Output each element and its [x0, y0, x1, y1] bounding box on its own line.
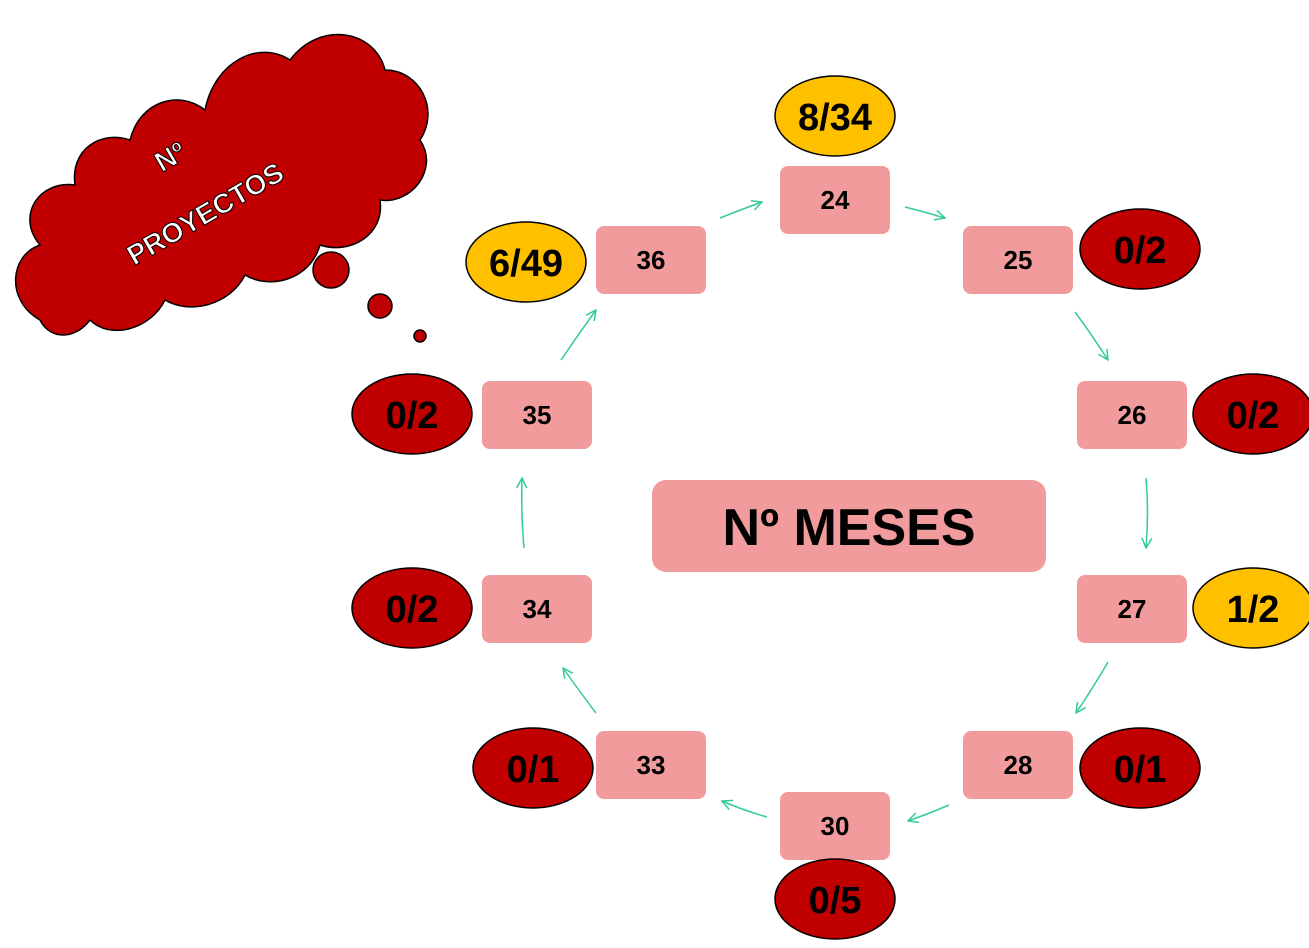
arrow-30-to-33	[722, 801, 768, 818]
project-badge	[1192, 567, 1309, 649]
month-value: 36	[637, 245, 666, 275]
center-label-group: Nº MESES	[652, 480, 1046, 572]
project-count: 0/2	[1114, 230, 1167, 272]
arrow-27-to-28	[1076, 661, 1109, 713]
month-value: 34	[523, 594, 552, 624]
center-label: Nº MESES	[722, 499, 975, 557]
month-value: 26	[1118, 400, 1147, 430]
project-badge	[1079, 208, 1201, 290]
month-node-27: 27 1/2	[1077, 567, 1309, 649]
thought-bubble-large	[312, 251, 350, 289]
month-box	[596, 226, 706, 294]
project-badge	[774, 858, 896, 940]
arrow-28-to-30	[908, 804, 950, 821]
center-label-box	[652, 480, 1046, 572]
month-node-28: 28 0/1	[963, 727, 1201, 809]
arrow-34-to-35	[522, 478, 524, 549]
arrow-25-to-26	[1074, 311, 1108, 360]
month-box	[482, 381, 592, 449]
month-node-26: 26 0/2	[1077, 373, 1309, 455]
cloud-shape	[14, 33, 429, 336]
month-nodes: 24 8/34 25 0/2 26 0/2 27 1/2 28 0/1 30 0/5 33 0/1 34 0/…	[351, 75, 1309, 940]
month-value: 33	[637, 750, 666, 780]
month-node-30: 30 0/5	[774, 792, 896, 940]
month-node-35: 35 0/2	[351, 373, 592, 455]
month-box	[780, 166, 890, 234]
thought-bubble-small	[413, 329, 427, 343]
thought-cloud: Nº PROYECTOS	[14, 33, 429, 343]
project-count: 6/49	[489, 243, 563, 285]
project-count: 1/2	[1227, 589, 1280, 631]
arrow-33-to-34	[563, 668, 597, 714]
month-value: 28	[1004, 750, 1033, 780]
month-value: 24	[821, 185, 850, 215]
month-value: 25	[1004, 245, 1033, 275]
month-box	[1077, 575, 1187, 643]
project-badge	[774, 75, 896, 157]
project-badge	[465, 221, 587, 303]
project-count: 0/2	[386, 589, 439, 631]
month-node-24: 24 8/34	[774, 75, 896, 234]
project-count: 0/1	[1114, 749, 1167, 791]
project-count: 8/34	[798, 97, 872, 139]
arrow-36-to-24	[719, 202, 762, 219]
cycle-arrows	[522, 202, 1148, 821]
arrow-26-to-27	[1146, 477, 1148, 548]
project-badge	[1192, 373, 1309, 455]
month-value: 35	[523, 400, 552, 430]
arrow-35-to-36	[560, 310, 596, 361]
project-badge	[351, 567, 473, 649]
month-box	[963, 731, 1073, 799]
project-badge	[1079, 727, 1201, 809]
arrow-24-to-25	[904, 206, 945, 218]
month-node-33: 33 0/1	[472, 727, 706, 809]
project-count: 0/1	[507, 749, 560, 791]
project-badge	[351, 373, 473, 455]
project-count: 0/2	[1227, 395, 1280, 437]
thought-bubble-medium	[367, 293, 393, 319]
project-count: 0/2	[386, 395, 439, 437]
month-box	[963, 226, 1073, 294]
month-node-36: 36 6/49	[465, 221, 706, 303]
month-node-25: 25 0/2	[963, 208, 1201, 294]
month-box	[780, 792, 890, 860]
project-badge	[472, 727, 594, 809]
month-node-34: 34 0/2	[351, 567, 592, 649]
month-box	[1077, 381, 1187, 449]
month-value: 27	[1118, 594, 1147, 624]
month-value: 30	[821, 811, 850, 841]
project-count: 0/5	[809, 880, 862, 922]
month-box	[482, 575, 592, 643]
month-box	[596, 731, 706, 799]
